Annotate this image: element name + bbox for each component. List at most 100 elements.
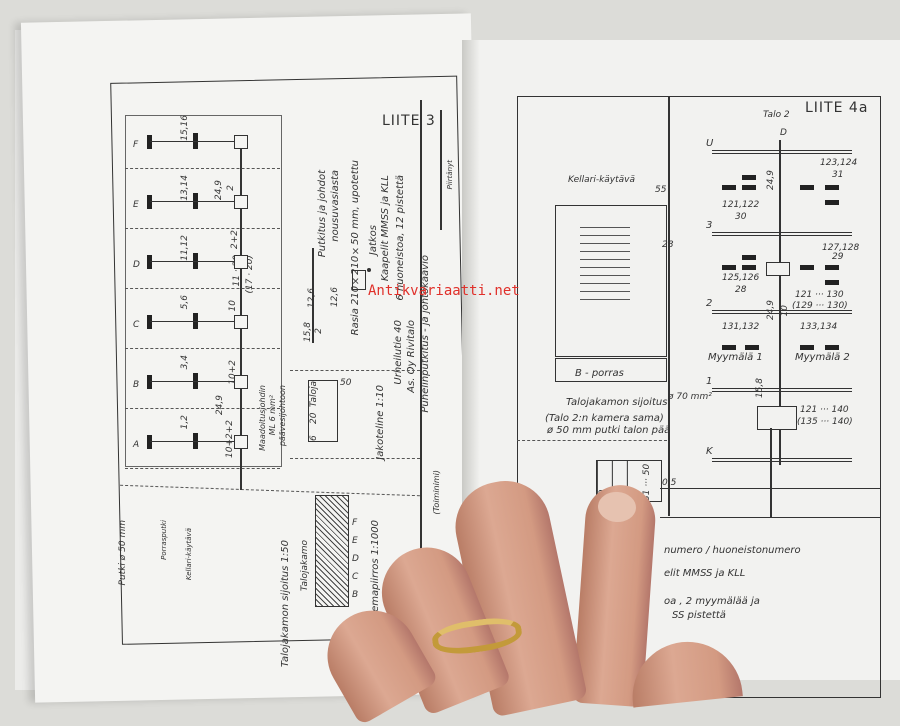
apartment-label: F: [133, 140, 139, 150]
hatched-building: [315, 495, 349, 607]
appendix-label: LIITE 3: [382, 113, 436, 129]
rack-title: Jakoteline 1:10: [375, 385, 386, 460]
caption-line: Talojakamon sijoitus: [566, 397, 668, 408]
phone-outlet-icon: [742, 185, 756, 190]
junction-box: [234, 315, 248, 329]
phone-outlet-icon: [825, 200, 839, 205]
group-label: (129 ··· 130): [792, 301, 848, 311]
branch-line: [150, 381, 240, 382]
stairwell-plan: [555, 205, 667, 357]
phone-outlet-icon: [800, 345, 814, 350]
branch-line: [150, 201, 240, 202]
plan-letter: B: [352, 590, 359, 600]
group-label: 29: [832, 252, 844, 262]
floor-label: U: [706, 138, 714, 149]
junction-box: [234, 135, 248, 149]
group-label: 123,124: [820, 158, 858, 168]
title-line-2: As. Oy Rivitalo: [406, 320, 417, 393]
cable-label: 10: [228, 300, 238, 312]
plan-box: [555, 358, 667, 382]
group-label: 131,132: [722, 322, 760, 332]
cable-label: 2: [226, 185, 236, 191]
note-line: oa , 2 myymälää ja: [664, 596, 760, 607]
apartment-divider: [125, 408, 280, 409]
junction-box: [234, 375, 248, 389]
plan-label: B - porras: [575, 368, 624, 379]
group-label: 133,134: [800, 322, 838, 332]
rack-cell: 50: [340, 378, 352, 388]
floor-label: 2: [706, 298, 713, 309]
phone-outlet-icon: [745, 345, 759, 350]
phone-outlet-icon: [147, 435, 152, 449]
phone-outlet-icon: [742, 265, 756, 270]
apartment-number: 3,4: [180, 355, 190, 370]
apartment-number: 15,16: [180, 115, 190, 141]
junction-box: [766, 262, 790, 276]
title-line-1: Puhelinputkitus - ja johtokaavio: [420, 255, 431, 413]
group-label: 28: [735, 285, 747, 295]
group-label: 121,122: [722, 200, 760, 210]
box-symbol-icon: [352, 270, 366, 290]
stamp-label: Piirtänyt: [446, 160, 454, 190]
firm-name: (Toiminimi): [432, 470, 441, 515]
plan-letters: B C D E F: [320, 500, 368, 600]
branch-line: [150, 321, 240, 322]
apartment-label: A: [133, 440, 140, 450]
left-drawing: LIITE 3 Piirtänyt Puhelinputkitus - ja j…: [0, 0, 470, 675]
group-label: 121 ··· 130: [795, 290, 844, 300]
rack-extra: 0,5: [662, 478, 677, 488]
phone-outlet-icon: [147, 135, 152, 149]
riser-label: 15,8: [755, 378, 765, 399]
group-label: 125,126: [722, 273, 760, 283]
note-line: elit MMSS ja KLL: [664, 568, 746, 579]
phone-outlet-icon: [722, 345, 736, 350]
apartment-diagram: [125, 115, 282, 467]
riser-cable: [779, 140, 781, 465]
house-label: Talo 2: [763, 110, 790, 120]
rack-cell: Taloja: [309, 381, 319, 408]
plan-label: Putki ø 50 mm: [118, 520, 128, 586]
group-label: 127,128: [822, 243, 860, 253]
legend-2: nousuvasiasta: [330, 170, 341, 242]
legend-3: Rasia 210×210×50 mm, upotettu: [350, 160, 361, 336]
table-line: [660, 517, 880, 518]
rack-cell: 20: [309, 412, 319, 425]
legend-1: Putkitus ja johdot: [317, 170, 328, 258]
apartment-number: 5,6: [180, 295, 190, 310]
title-block-divider: [420, 100, 422, 640]
plan-letter: F: [352, 518, 358, 528]
note-line: SS pistettä: [672, 610, 726, 621]
title-line-3: Urheilutie 40: [393, 320, 404, 385]
phone-outlet-icon: [800, 265, 814, 270]
phone-outlet-icon: [825, 265, 839, 270]
phone-outlet-icon: [825, 280, 839, 285]
floor-label: K: [706, 446, 713, 457]
group-label: 121 ··· 140: [800, 405, 849, 415]
riser-label: 24,9: [766, 170, 776, 191]
phone-outlet-icon: [742, 255, 756, 260]
phone-outlet-icon: [147, 195, 152, 209]
phone-outlet-icon: [722, 185, 736, 190]
floor-line: [712, 310, 852, 314]
apartment-label: D: [133, 260, 140, 270]
group-label: (135 ··· 140): [797, 417, 853, 427]
ground-note-3: päävesijohtoon: [278, 385, 287, 447]
stair-label: D: [780, 128, 787, 138]
plan-title: Talojakamon sijoitus 1:50: [280, 540, 291, 668]
apartment-number: 1,2: [180, 415, 190, 430]
ground-note-2: ML 6 mm²: [268, 395, 277, 436]
plan-letter: E: [352, 536, 358, 546]
plan-label: Kellari-käytävä: [185, 528, 193, 581]
phone-outlet-icon: [147, 315, 152, 329]
section-divider: [290, 370, 420, 371]
section-divider: [517, 440, 667, 441]
section-divider: [290, 458, 420, 459]
phone-outlet-icon: [722, 265, 736, 270]
legend-line: [312, 248, 314, 343]
section-divider: [120, 484, 420, 497]
ground-note-1: Maadoitusjohdin: [258, 385, 267, 451]
riser-label: 24,9: [766, 300, 776, 321]
floor-line: [712, 232, 852, 236]
apartment-label: E: [133, 200, 139, 210]
junction-box: [234, 255, 248, 269]
